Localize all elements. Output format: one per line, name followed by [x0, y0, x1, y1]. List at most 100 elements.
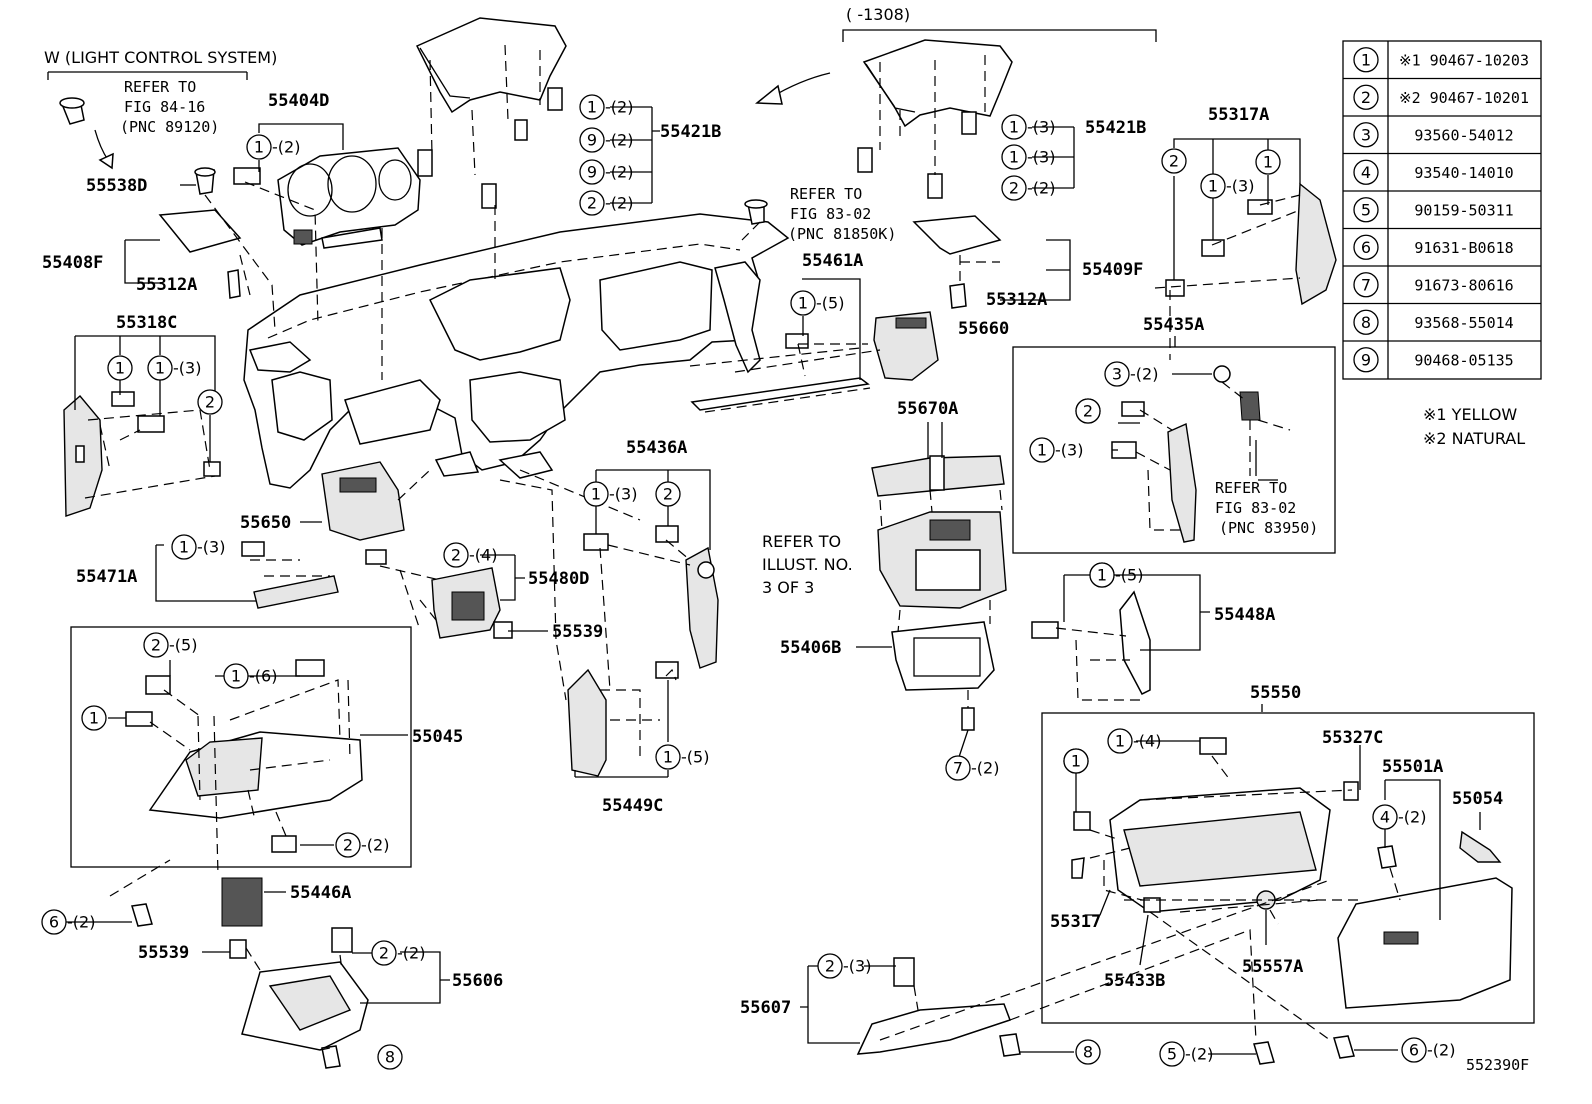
- callout-number: 2: [451, 546, 461, 565]
- clip-55312a-right: [949, 283, 967, 309]
- panel-55317a: [1295, 182, 1337, 306]
- callout-circle: [1063, 748, 1089, 774]
- callout-circle: [377, 1044, 403, 1070]
- trim-55436a: [685, 546, 719, 669]
- svg-text:REFER TO: REFER TO: [762, 532, 841, 551]
- callout-number: 9: [587, 163, 597, 182]
- callout-c09: 1-(5): [790, 290, 844, 316]
- callout-circle: [583, 481, 609, 507]
- label-55045: 55045: [412, 727, 463, 747]
- legend-part-number: 93560-54012: [1414, 126, 1513, 144]
- callout-circle: [1107, 728, 1133, 754]
- date-range-header: ( -1308): [846, 5, 910, 24]
- door-55501a: [1337, 877, 1513, 1009]
- callout-c38: 2: [197, 389, 223, 415]
- label-55446a: 55446A: [290, 883, 351, 903]
- callout-quantity: -(2): [397, 944, 425, 963]
- callout-quantity: -(3): [609, 485, 637, 504]
- legend-number: 8: [1361, 313, 1371, 332]
- callout-quantity: -(5): [169, 636, 197, 655]
- callout-quantity: -(5): [681, 748, 709, 767]
- arrow-small-icon: [94, 129, 109, 161]
- callout-circle: [1089, 562, 1115, 588]
- callout-quantity: -(2): [67, 913, 95, 932]
- legend-part-number: 90468-05135: [1414, 351, 1513, 369]
- label-55501a: 55501A: [1382, 757, 1443, 777]
- cover-55409f: [912, 215, 1002, 255]
- box-55550: [1041, 712, 1535, 1024]
- clip-55539-lower: [229, 939, 247, 959]
- label-55317a: 55317A: [1208, 105, 1269, 125]
- legend-frame: [1342, 40, 1542, 380]
- callout-circle: [107, 355, 133, 381]
- label-55408f: 55408F: [42, 253, 103, 273]
- legend-number: 9: [1361, 350, 1371, 369]
- legend-number: 3: [1361, 125, 1371, 144]
- callout-quantity: -(3): [843, 957, 871, 976]
- bolt-6-left: [131, 903, 153, 927]
- assembly-dashed-lines: [84, 44, 1401, 1051]
- callout-quantity: -(3): [1055, 441, 1083, 460]
- callout-circle: [1029, 437, 1055, 463]
- callout-number: 8: [385, 1048, 395, 1067]
- label-55317: 55317: [1050, 912, 1101, 932]
- callout-circle: [1001, 114, 1027, 140]
- bolt-7: [961, 707, 975, 731]
- callout-number: 2: [587, 194, 597, 213]
- legend-number: 5: [1361, 200, 1371, 219]
- clip-55312a-left: [227, 269, 241, 299]
- callout-quantity: -(2): [1398, 808, 1426, 827]
- legend-note-yellow: ※1 YELLOW: [1423, 405, 1517, 424]
- callout-c08: 2 -(2): [1001, 175, 1055, 201]
- svg-text:REFER TO: REFER TO: [1215, 479, 1287, 497]
- callout-c05: 2-(2): [579, 190, 633, 216]
- label-55318c: 55318C: [116, 313, 177, 333]
- callout-c06: 1-(3): [1001, 114, 1055, 140]
- callout-number: 2: [205, 393, 215, 412]
- part-55054: [1459, 830, 1502, 863]
- label-55435a: 55435A: [1143, 315, 1204, 335]
- callout-quantity: -(2): [1027, 179, 1055, 198]
- callout-number: 1: [1097, 566, 1107, 585]
- vent-55650: [321, 461, 405, 541]
- label-55538d: 55538D: [86, 176, 147, 196]
- callout-quantity: -(2): [605, 131, 633, 150]
- callout-circle: [443, 542, 469, 568]
- callout-c03: 9-(2): [579, 127, 633, 153]
- callout-number: 1: [591, 485, 601, 504]
- label-55660: 55660: [958, 319, 1009, 339]
- callout-quantity: -(3): [1027, 148, 1055, 167]
- label-55550: 55550: [1250, 683, 1301, 703]
- callout-number: 1: [1009, 148, 1019, 167]
- callout-number: 7: [953, 759, 963, 778]
- callout-number: 2: [1009, 179, 1019, 198]
- ref-fig-83-02-b: REFER TO FIG 83-02 (PNC 83950): [1215, 479, 1318, 537]
- legend-number-circle: [1353, 197, 1379, 223]
- callout-number: 8: [1083, 1043, 1093, 1062]
- callout-quantity: -(2): [605, 163, 633, 182]
- callout-quantity: -(3): [173, 359, 201, 378]
- part-55327c: [1343, 781, 1359, 801]
- panel-55448a: [1119, 590, 1151, 695]
- svg-text:REFER TO: REFER TO: [124, 78, 196, 96]
- label-55448a: 55448A: [1214, 605, 1275, 625]
- label-55433b: 55433B: [1104, 971, 1165, 991]
- callout-quantity: -(5): [1115, 566, 1143, 585]
- legend-part-number: 93540-14010: [1414, 164, 1513, 182]
- callout-number: 2: [1083, 402, 1093, 421]
- callout-circle: [579, 190, 605, 216]
- instrument-panel-frame: [243, 213, 790, 489]
- screw-3: [1213, 365, 1231, 383]
- legend-number: 7: [1361, 275, 1371, 294]
- panel-55435a: [1167, 422, 1197, 543]
- callout-c41: 2: [1075, 398, 1101, 424]
- part-labels: 55404D 55421B 55421B 55317A 55538D 55408…: [42, 91, 1503, 1018]
- label-55449c: 55449C: [602, 796, 663, 816]
- bolt-6-right: [1333, 1035, 1355, 1059]
- callout-circle: [1255, 149, 1281, 175]
- callout-number: 3: [1112, 365, 1122, 384]
- svg-text:ILLUST. NO.: ILLUST. NO.: [762, 555, 853, 574]
- callout-c31: 6-(2): [1401, 1037, 1455, 1063]
- label-55539-upper: 55539: [552, 622, 603, 642]
- callout-c32: 1-(3): [147, 355, 201, 381]
